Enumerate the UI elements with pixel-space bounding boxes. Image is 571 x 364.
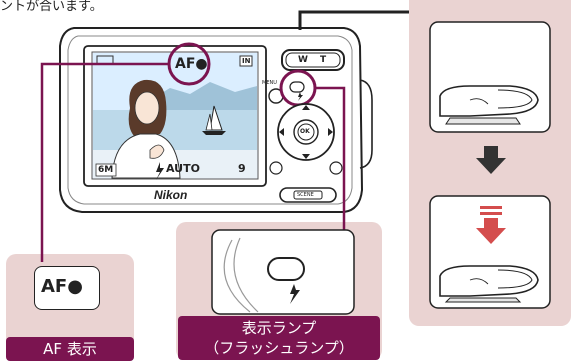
zoom-button-inner: [285, 52, 341, 68]
shutter-button-1: [445, 117, 521, 125]
ok-button: [297, 123, 315, 141]
woman-hand: [149, 144, 165, 159]
finger-nail-1: [497, 89, 533, 109]
screen-frames-left: 9: [238, 162, 246, 175]
lamp-detail-curve-outer: [223, 239, 251, 313]
finger-nail-2: [497, 269, 533, 289]
af-icon-card: AF●: [34, 266, 100, 310]
lcd-mountains: [150, 82, 257, 112]
selector-down-arrow: [302, 154, 310, 159]
woman-body: [111, 133, 181, 179]
finger-crease-1: [469, 98, 489, 105]
shutter-button-2: [444, 297, 522, 303]
finger-full-press: [439, 265, 539, 297]
zoom-t-label[interactable]: T: [320, 55, 327, 65]
af-icon-text: AF●: [41, 276, 83, 297]
sailboat: [209, 105, 223, 131]
screen-af-indicator: AF●: [175, 56, 208, 72]
sailboat-sail2: [205, 113, 213, 131]
delete-button: [329, 161, 343, 175]
lamp-detail-oval: [267, 257, 305, 281]
lamp-mini: [289, 81, 305, 93]
lamp-label-line2: （フラッシュランプ）: [204, 339, 354, 357]
down-arrow-red: [476, 218, 506, 244]
menu-label: MENU: [262, 80, 277, 86]
down-arrow-dark: [476, 146, 506, 174]
lcd-size-box: [95, 163, 117, 177]
lamp-leader-line: [315, 86, 346, 230]
zoom-w-label[interactable]: W: [298, 55, 308, 65]
red-arrow-bar-1: [480, 206, 502, 209]
scene-button-inner: [293, 190, 323, 200]
lcd-sea: [93, 110, 257, 150]
camera-body-inner-edge: [67, 35, 353, 205]
selector-right-arrow: [328, 128, 333, 136]
finger-crease-2: [469, 278, 489, 285]
lamp-label: 表示ランプ （フラッシュランプ）: [178, 316, 380, 360]
af-leader-line: [40, 62, 169, 262]
side-grip: [359, 79, 373, 169]
lcd-memory-box: [239, 55, 253, 67]
af-display-label: AF 表示: [6, 337, 134, 361]
selector-left-arrow: [279, 128, 284, 136]
screen-image-size: 6M: [98, 165, 114, 175]
lamp-detail-flash-icon: [290, 284, 300, 304]
screen-memory-icon: IN: [242, 57, 251, 65]
red-arrow-bar-2: [480, 212, 502, 215]
lamp-mini-flash: [298, 92, 303, 101]
playback-button: [269, 161, 283, 175]
intro-text: ントが合います。: [0, 0, 103, 14]
screen-flash-mode: AUTO: [166, 162, 200, 175]
sailboat-hull: [202, 131, 226, 135]
shutter-leader-line: [298, 10, 409, 30]
camera-brand-logo: Nikon: [154, 188, 188, 202]
selector-up-arrow: [302, 105, 310, 110]
ok-label[interactable]: OK: [300, 128, 310, 135]
finger-half-press: [439, 85, 539, 117]
af-display-label-text: AF 表示: [43, 340, 97, 358]
lamp-label-line1: 表示ランプ: [241, 319, 317, 337]
scene-label: SCENE: [297, 192, 314, 198]
lcd-flash-glyph: [156, 162, 164, 180]
lamp-detail-curve-inner: [233, 237, 259, 313]
woman-face: [134, 91, 160, 125]
